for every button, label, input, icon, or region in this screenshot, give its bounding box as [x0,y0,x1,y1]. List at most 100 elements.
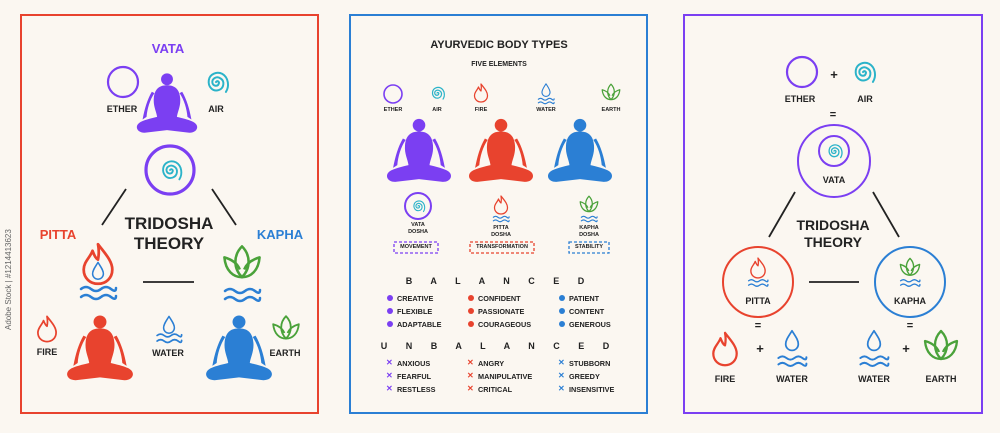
list-item: GENEROUS [569,320,611,329]
quality-stability: STABILITY [574,244,604,250]
water-waves-icon [156,333,183,344]
water-label-second: WATER [858,374,890,384]
pitta-label: PITTA [745,296,771,306]
list-item: RESTLESS [397,385,436,394]
movement-box [393,241,439,254]
pitta-flame-icon [82,242,114,286]
cross-icon: ✕ [386,358,393,367]
element-label-air: AIR [432,107,442,113]
earth-lotus-icon [923,329,959,361]
kapha-label: KAPHA [893,296,927,306]
list-item: FLEXIBLE [397,307,433,316]
balanced-heading: B A L A N C E D [405,276,593,286]
tridosha-panel-right: + ETHER AIR = VATA TRIDOSHA THEORY PITTA… [683,14,983,414]
bullet-dot [468,321,474,327]
pitta-flame-icon [750,257,766,279]
list-item: ANXIOUS [397,359,431,368]
pitta-dosha-label-line2: DOSHA [491,232,511,238]
list-item: FEARFUL [397,372,432,381]
vata-inner-circle [818,135,850,167]
water-waves-icon [777,355,808,368]
vata-dosha-label-line2: DOSHA [408,229,428,235]
plus-sign: + [830,67,838,82]
kapha-figure-icon [206,315,272,381]
vata-label: VATA [822,175,846,185]
ether-label: ETHER [106,104,138,114]
cross-icon: ✕ [467,358,474,367]
kapha-dosha-label-line1: KAPHA [579,225,599,231]
list-item: STUBBORN [569,359,611,368]
stability-box [568,241,610,254]
pitta-heading: PITTA [39,227,77,242]
list-item: GREEDY [569,372,600,381]
quality-movement: MOVEMENT [400,244,432,250]
element-label-water: WATER [536,107,556,113]
stock-watermark: Adobe Stock | #1214413623 [4,229,13,330]
pitta-figure-icon [67,315,133,381]
air-label: AIR [857,94,873,104]
balanced-bullets [387,295,565,327]
ether-label: ETHER [784,94,816,104]
air-label: AIR [208,104,224,114]
list-item: CRITICAL [478,385,513,394]
fire-label: FIRE [714,374,736,384]
vata-figure-icon [136,73,198,133]
left-panel-graphics [36,65,300,381]
list-item: ADAPTABLE [397,320,442,329]
cross-icon: ✕ [558,371,565,380]
list-item: CREATIVE [397,294,434,303]
vata-dosha-circle [404,192,432,220]
page-title: AYURVEDIC BODY TYPES [430,39,568,51]
vata-emblem-circle [144,144,196,196]
vata-spiral-icon [828,144,843,159]
list-item: CONTENT [569,307,605,316]
list-item: PASSIONATE [478,307,525,316]
bullet-dot [559,308,565,314]
water-drop-icon [162,315,176,335]
bullet-dot [387,295,393,301]
right-panel-graphics [711,55,959,368]
triangle-line-right [211,188,237,226]
list-item: COURAGEOUS [478,320,532,329]
earth-lotus-icon [272,315,300,340]
page-subtitle: FIVE ELEMENTS [471,61,527,68]
water-waves-icon [859,355,890,368]
element-label-earth: EARTH [601,107,621,113]
list-item: CONFIDENT [478,294,521,303]
list-item: ANGRY [478,359,505,368]
list-item: MANIPULATIVE [478,372,533,381]
kapha-dosha-label-line2: DOSHA [579,232,599,238]
equals-sign: = [829,109,837,121]
tridosha-panel-left: VATA ETHER AIR TRIDOSHA THEORY PITTA KAP… [20,14,319,414]
triangle-line-right [872,191,900,238]
triangle-line-left [768,191,796,238]
air-spiral-icon [854,61,876,83]
plus-sign: + [902,341,910,356]
element-label-fire: FIRE [474,107,488,113]
bullet-dot [559,295,565,301]
bullet-dot [559,321,565,327]
bullet-dot [387,308,393,314]
equals-sign: = [754,320,762,332]
vata-heading: VATA [151,41,185,56]
vata-circle [797,124,871,198]
kapha-lotus-icon [223,245,261,279]
tridosha-title-line2: THEORY [133,234,205,253]
pitta-dosha-label-line1: PITTA [493,225,509,231]
list-item: INSENSITIVE [569,385,615,394]
kapha-waves-icon [223,287,262,303]
water-drop-icon [866,329,882,352]
fire-flame-icon [36,315,58,343]
pitta-drop-icon [91,261,105,280]
ether-circle-icon [106,65,140,99]
cross-icon: ✕ [386,371,393,380]
vata-dosha-label-line1: VATA [411,222,425,228]
earth-label: EARTH [925,374,957,384]
middle-panel-graphics [383,83,621,254]
cross-icon: ✕ [558,358,565,367]
kapha-circle [874,246,946,318]
kapha-heading: KAPHA [256,227,304,242]
bullet-dot [387,321,393,327]
water-label: WATER [776,374,808,384]
transformation-box [469,241,535,254]
